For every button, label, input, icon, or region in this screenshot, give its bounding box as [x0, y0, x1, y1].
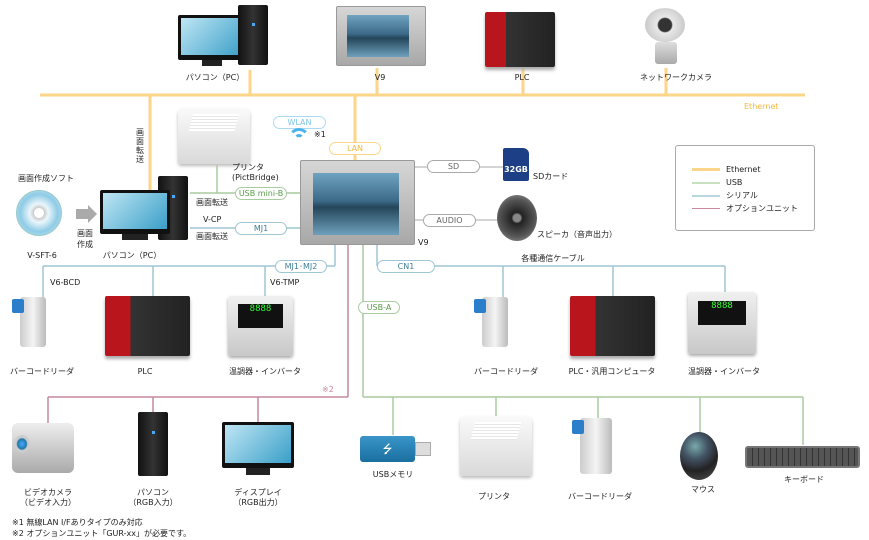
- tower-icon: [238, 5, 268, 65]
- temp-controller-icon: 8888: [688, 292, 756, 354]
- printer-icon: [460, 416, 532, 476]
- display-icon: [222, 422, 294, 468]
- barcode-reader-icon: [474, 297, 508, 347]
- serial-right-item: 温調器・インバータ: [688, 367, 760, 376]
- arrow-label-2: 作成: [77, 240, 93, 249]
- pc-tower-icon: [138, 412, 168, 476]
- mj1-mj2-pill: MJ1･MJ2: [275, 260, 327, 273]
- usb-mini-b-pill: USB mini-B: [235, 187, 287, 200]
- serial-right-item: PLC・汎用コンピュータ: [568, 367, 656, 376]
- option-item-sublabel: （RGB出力）: [233, 498, 283, 507]
- v9-panel-icon: [336, 6, 426, 66]
- legend-item-ethernet: Ethernet: [692, 165, 760, 175]
- transfer-mj-label: 画面転送: [196, 232, 228, 241]
- printer-icon: [178, 108, 250, 164]
- usb-device-label: バーコードリーダ: [568, 492, 632, 501]
- ethernet-label: Ethernet: [744, 102, 779, 111]
- legend-item-option: オプションユニット: [692, 204, 798, 214]
- vcp-label: V-CP: [203, 215, 222, 224]
- legend: Ethernet USB シリアル オプションユニット: [675, 145, 815, 231]
- mouse-icon: [680, 432, 718, 480]
- legend-item-serial: シリアル: [692, 191, 758, 201]
- option-item-label: パソコン: [137, 488, 169, 497]
- speaker-icon: [497, 195, 537, 241]
- plc-icon: [485, 12, 555, 67]
- barcode-reader-icon: [572, 418, 612, 474]
- usb-a-pill: USB-A: [358, 301, 400, 314]
- arrow-label-1: 画面: [77, 229, 93, 238]
- serial-left-item: 温調器・インバータ: [229, 367, 301, 376]
- serial-right-item: バーコードリーダ: [474, 367, 538, 376]
- usb-device-label: USBメモリ: [372, 470, 414, 479]
- audio-pill: AUDIO: [423, 214, 476, 227]
- usb-memory-icon: ⭍: [360, 436, 415, 462]
- usb-device-label: プリンタ: [478, 492, 510, 501]
- arrow-icon: [76, 209, 88, 219]
- printer-pictbridge-sub: (PictBridge): [232, 173, 279, 182]
- mj1-pill: MJ1: [235, 222, 287, 235]
- wlan-pill: WLAN: [273, 116, 326, 129]
- v9-label: V9: [418, 238, 429, 247]
- usb-device-label: キーボード: [784, 475, 824, 484]
- option-item-label: ディスプレイ: [234, 488, 282, 497]
- software-name: V-SFT-6: [27, 251, 57, 260]
- sd-card-icon: 32GB: [503, 148, 529, 181]
- top-plc-label: PLC: [514, 73, 530, 82]
- option-item-label: ビデオカメラ: [24, 488, 72, 497]
- peripheral-lines: [415, 166, 503, 221]
- software-title: 画面作成ソフト: [18, 174, 74, 183]
- transfer-vertical-label: 画面転送: [136, 128, 144, 164]
- legend-item-usb: USB: [692, 178, 742, 188]
- sd-card-label: SDカード: [533, 172, 569, 181]
- video-camera-icon: [12, 423, 74, 473]
- option-lines: [47, 245, 349, 425]
- serial-cables-label: 各種通信ケーブル: [521, 254, 585, 263]
- option-note: ※2: [322, 385, 334, 394]
- option-item-sublabel: （RGB入力）: [128, 498, 178, 507]
- wlan-note: ※1: [314, 130, 326, 139]
- network-camera-label: ネットワークカメラ: [640, 73, 712, 82]
- monitor-icon: [178, 15, 246, 60]
- speaker-label: スピーカ（音声出力）: [537, 230, 617, 239]
- plc-icon: [105, 296, 190, 356]
- temp-controller-icon: 8888: [228, 296, 293, 356]
- footnote-1: ※1 無線LAN I/Fありタイプのみ対応: [12, 518, 143, 527]
- top-v9-label: V9: [374, 73, 386, 82]
- sd-pill: SD: [427, 160, 480, 173]
- option-item-sublabel: （ビデオ入力）: [20, 498, 76, 507]
- pc-monitor-icon: [100, 190, 170, 234]
- v9-main-panel-icon: [300, 160, 415, 245]
- usb-device-label: マウス: [691, 485, 715, 494]
- pc-label: パソコン（PC）: [102, 251, 162, 260]
- keyboard-icon: [745, 446, 860, 468]
- printer-pictbridge-label: プリンタ: [232, 163, 264, 172]
- v6tmp-label: V6-TMP: [270, 278, 300, 287]
- v6bcd-label: V6-BCD: [50, 278, 81, 287]
- serial-left-item: バーコードリーダ: [10, 367, 74, 376]
- footnote-2: ※2 オプションユニット「GUR-xx」が必要です。: [12, 529, 192, 538]
- wifi-icon: [288, 128, 310, 150]
- plc-computer-icon: [570, 296, 655, 356]
- top-pc-label: パソコン（PC）: [185, 73, 245, 82]
- ethernet-lines: [40, 68, 805, 190]
- barcode-reader-icon: [12, 297, 46, 347]
- serial-left-item: PLC: [137, 367, 153, 376]
- cn1-pill: CN1: [377, 260, 435, 273]
- cd-icon: [16, 190, 62, 236]
- transfer-usb-label: 画面転送: [196, 198, 228, 207]
- camera-icon: [645, 8, 685, 42]
- lan-pill: LAN: [329, 142, 381, 155]
